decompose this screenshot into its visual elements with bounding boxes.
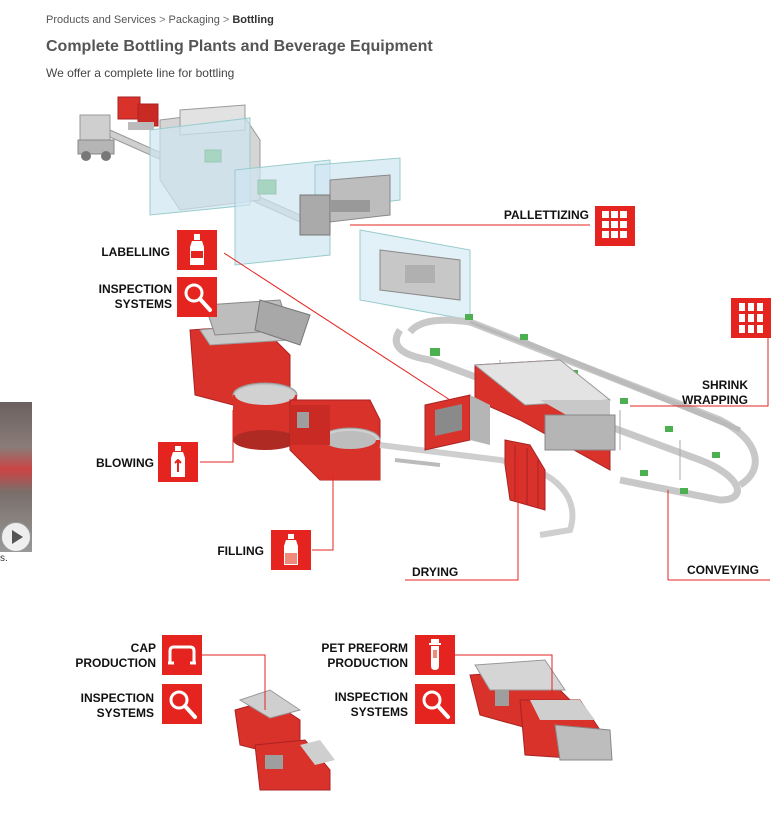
video-caption: s. — [0, 553, 8, 564]
palletizing-machine — [77, 96, 471, 321]
play-icon[interactable] — [1, 522, 31, 552]
leader-drying — [405, 455, 519, 581]
label-drying[interactable]: DRYING — [412, 565, 459, 579]
label-line: SYSTEMS — [350, 705, 408, 719]
leader-lines — [200, 224, 770, 710]
breadcrumb-separator: > — [222, 14, 230, 26]
leader-cap — [202, 654, 266, 710]
label-line: CAP — [130, 641, 156, 655]
label-pet-preform-production[interactable]: PET PREFORM PRODUCTION — [306, 641, 408, 671]
filled-bottle-icon[interactable] — [271, 530, 311, 570]
label-filling[interactable]: FILLING — [217, 544, 264, 558]
page-subtitle: We offer a complete line for bottling — [46, 66, 235, 80]
pet-preform-machine — [469, 659, 613, 761]
label-palletizing[interactable]: PALLETTIZING — [503, 208, 589, 222]
breadcrumb: Products and Services>Packaging>Bottling — [46, 14, 274, 26]
labelled-bottle-icon[interactable] — [177, 230, 217, 270]
label-line: PET PREFORM — [321, 641, 408, 655]
conveyor-loop — [392, 314, 759, 504]
shrink-pack-icon[interactable] — [731, 298, 771, 338]
label-inspection-systems-pet[interactable]: INSPECTION SYSTEMS — [320, 690, 408, 720]
label-line: SHRINK — [701, 378, 748, 392]
label-labelling[interactable]: LABELLING — [101, 245, 170, 259]
leader-filling — [312, 475, 334, 551]
pallet-boxes-icon[interactable] — [595, 206, 635, 246]
shrink-wrapping-machine — [473, 359, 616, 471]
label-line: INSPECTION — [334, 690, 408, 704]
label-line: PRODUCTION — [75, 656, 156, 670]
cap-production-machine — [234, 689, 335, 791]
label-cap-production[interactable]: CAP PRODUCTION — [66, 641, 156, 671]
breadcrumb-current: Bottling — [232, 14, 274, 26]
filling-machine — [289, 399, 381, 481]
cap-icon[interactable] — [162, 635, 202, 675]
label-line: INSPECTION — [98, 282, 172, 296]
blowing-machine — [189, 299, 311, 450]
breadcrumb-separator: > — [159, 14, 166, 26]
labelling-machine — [424, 394, 490, 451]
label-line: WRAPPING — [682, 393, 748, 407]
label-blowing[interactable]: BLOWING — [96, 456, 154, 470]
preform-bottle-icon[interactable] — [158, 442, 198, 482]
label-line: PRODUCTION — [327, 656, 408, 670]
leader-blowing — [200, 410, 234, 463]
magnifier-icon[interactable] — [177, 277, 217, 317]
label-inspection-systems-cap[interactable]: INSPECTION SYSTEMS — [68, 691, 154, 721]
leader-labelling — [223, 252, 451, 401]
label-conveying[interactable]: CONVEYING — [687, 563, 760, 577]
breadcrumb-packaging[interactable]: Packaging — [168, 14, 220, 26]
magnifier-icon[interactable] — [162, 684, 202, 724]
drying-machine — [504, 439, 546, 511]
magnifier-icon[interactable] — [415, 684, 455, 724]
label-inspection-systems-top[interactable]: INSPECTION SYSTEMS — [90, 282, 172, 312]
leader-shrink — [630, 318, 769, 407]
leader-pet — [455, 654, 553, 700]
label-line: SYSTEMS — [96, 706, 154, 720]
page-title: Complete Bottling Plants and Beverage Eq… — [46, 38, 433, 55]
preform-icon[interactable] — [415, 635, 455, 675]
label-line: INSPECTION — [80, 691, 154, 705]
breadcrumb-products-services[interactable]: Products and Services — [46, 14, 157, 26]
label-line: SYSTEMS — [114, 297, 172, 311]
label-shrink-wrapping[interactable]: SHRINK WRAPPING — [660, 378, 748, 408]
